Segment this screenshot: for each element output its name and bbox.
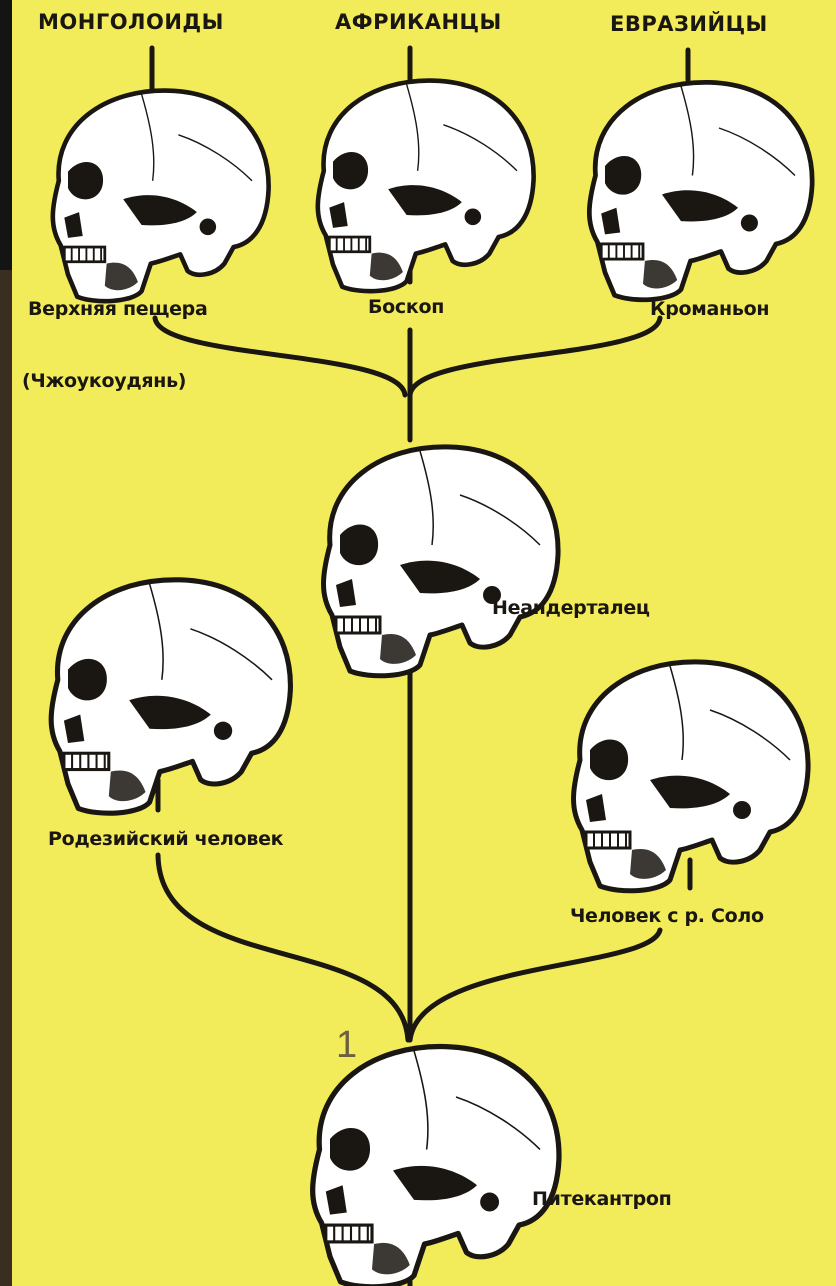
label-cromagnon: Кроманьон — [650, 298, 769, 320]
skull-solo — [574, 662, 809, 891]
skull-pithecanthropus — [313, 1047, 559, 1286]
skull-upper-cave — [53, 91, 269, 302]
skull-rhodesian — [51, 580, 290, 813]
page-marker: 1 — [336, 1024, 357, 1067]
label-boskop: Боскоп — [368, 296, 444, 318]
header-africans: АФРИКАНЦЫ — [335, 10, 502, 34]
label-solo: Человек с р. Соло — [570, 905, 764, 927]
label-pithecanthropus: Питекантроп — [532, 1188, 671, 1210]
label-upper-cave: Верхняя пещера — [28, 298, 208, 320]
skull-boskop — [318, 81, 534, 292]
label-upper-cave-sub: (Чжоукоудянь) — [22, 370, 186, 392]
skull-neanderthal — [324, 447, 559, 676]
header-eurasians: ЕВРАЗИЙЦЫ — [610, 12, 768, 36]
label-neanderthal: Неандерталец — [492, 597, 650, 619]
label-rhodesian: Родезийский человек — [48, 828, 283, 850]
skull-cromagnon — [589, 82, 812, 299]
header-mongoloids: МОНГОЛОИДЫ — [38, 10, 224, 34]
